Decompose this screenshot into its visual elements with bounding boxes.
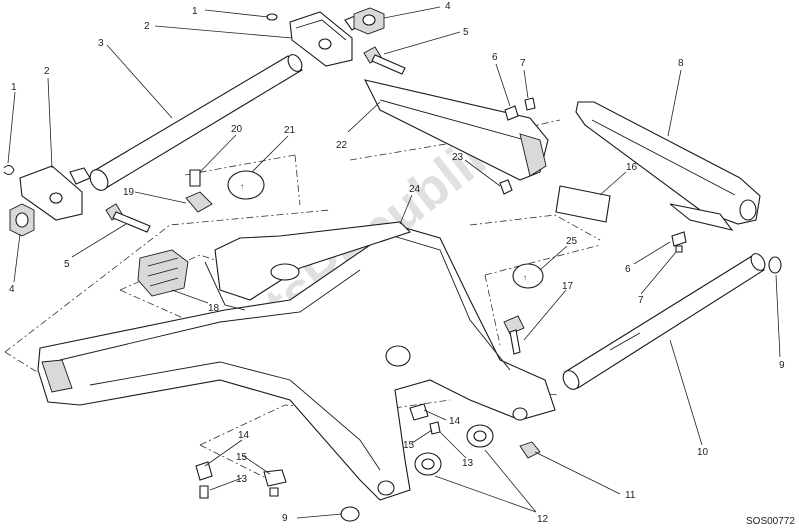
part-tube — [89, 54, 303, 191]
part-snap-ring-right — [768, 256, 782, 274]
part-chain-slider — [575, 101, 761, 231]
part-bolt-23 — [499, 179, 513, 195]
callout-3: 3 — [98, 38, 104, 49]
diagram-code: SOS00772 — [746, 516, 795, 527]
callout-1: 1 — [11, 82, 17, 93]
callout-19: 19 — [123, 187, 135, 198]
callout-13: 13 — [236, 474, 248, 485]
callout-10: 10 — [697, 447, 709, 458]
callout-8: 8 — [678, 58, 684, 69]
callout-9: 9 — [282, 513, 288, 524]
part-chain-adjuster-left — [19, 165, 91, 221]
part-washers-12 — [414, 424, 494, 476]
callout-22: 22 — [336, 140, 348, 151]
part-snap-ring-bottom — [340, 506, 360, 522]
callout-20: 20 — [231, 124, 243, 135]
part-snap-ring-top — [266, 13, 278, 21]
callout-17: 17 — [562, 281, 574, 292]
callout-5: 5 — [64, 259, 70, 270]
callout-7: 7 — [520, 58, 526, 69]
part-rubber-plug — [137, 249, 189, 297]
callout-5: 5 — [463, 27, 469, 38]
part-bolt-17 — [503, 315, 525, 355]
leader-lines — [7, 6, 781, 519]
callout-14: 14 — [238, 430, 250, 441]
callout-12: 12 — [537, 514, 549, 525]
callout-18: 18 — [208, 303, 220, 314]
part-cap-21: ↑ — [227, 170, 265, 200]
part-nut-top — [353, 7, 385, 35]
callout-1: 1 — [192, 6, 198, 17]
part-swingarm-upper-bracket — [204, 221, 412, 311]
callout-11: 11 — [625, 490, 636, 501]
callout-16: 16 — [626, 162, 638, 173]
part-chain-guard — [363, 79, 549, 181]
callout-2: 2 — [44, 66, 50, 77]
callout-24: 24 — [409, 184, 421, 195]
callout-2: 2 — [144, 21, 150, 32]
part-bolt-left — [105, 203, 151, 233]
part-snap-ring-left — [3, 165, 15, 175]
callout-labels: 1 2 3 4 5 6 7 8 1 2 20 21 22 23 16 19 24… — [9, 1, 785, 525]
callout-7: 7 — [638, 295, 644, 306]
callout-15: 15 — [403, 440, 415, 451]
part-small-hardware-right — [409, 403, 441, 435]
callout-21: 21 — [284, 125, 296, 136]
part-bolt-top — [363, 46, 406, 75]
callout-9: 9 — [779, 360, 785, 371]
callout-15: 15 — [236, 452, 248, 463]
part-nut-left — [9, 203, 35, 237]
callout-4: 4 — [445, 1, 451, 12]
part-axle-shaft — [562, 253, 766, 390]
svg-text:↑: ↑ — [523, 273, 527, 282]
callout-4: 4 — [9, 284, 15, 295]
part-small-bolts-right — [671, 231, 687, 253]
callout-13: 13 — [462, 458, 474, 469]
part-label-plate — [555, 185, 611, 223]
callout-6: 6 — [625, 264, 631, 275]
callout-14: 14 — [449, 416, 461, 427]
callout-6: 6 — [492, 52, 498, 63]
callout-23: 23 — [452, 152, 464, 163]
svg-text:↑: ↑ — [240, 182, 244, 191]
part-small-bolts-top — [504, 97, 536, 121]
part-bolt-clip-19-20 — [185, 169, 213, 213]
callout-25: 25 — [566, 236, 578, 247]
part-nut-11 — [519, 441, 541, 459]
part-cap-25: ↑ — [512, 263, 544, 289]
